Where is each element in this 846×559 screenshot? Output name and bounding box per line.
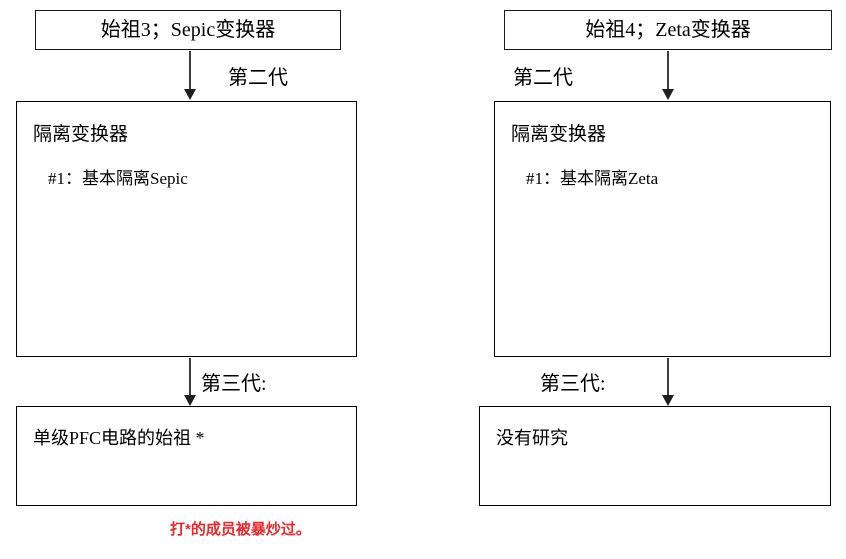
stage-box-sepic-isolated-converters[interactable]: 隔离变换器 #1：基本隔离Sepic bbox=[16, 101, 357, 357]
stage-box-sepic-item-1: #1：基本隔离Sepic bbox=[48, 169, 188, 188]
footnote-text: 打*的成员被暴炒过。 bbox=[170, 521, 311, 538]
arrow-head bbox=[662, 89, 674, 100]
arrow-head bbox=[184, 395, 196, 406]
ancestor-box-sepic[interactable]: 始祖3；Sepic变换器 bbox=[35, 10, 341, 50]
arrow-line bbox=[667, 358, 669, 396]
ancestor-box-zeta-label: 始祖4；Zeta变换器 bbox=[585, 19, 751, 41]
ancestor-box-zeta[interactable]: 始祖4；Zeta变换器 bbox=[504, 10, 832, 50]
result-box-zeta-text: 没有研究 bbox=[496, 428, 568, 448]
stage-box-zeta-item-1: #1：基本隔离Zeta bbox=[526, 169, 659, 188]
arrow-line bbox=[189, 358, 191, 396]
stage-box-zeta-isolated-converters[interactable]: 隔离变换器 #1：基本隔离Zeta bbox=[494, 101, 831, 357]
arrow-head bbox=[184, 89, 196, 100]
result-box-sepic[interactable]: 单级PFC电路的始祖 * bbox=[16, 406, 357, 506]
arrow-sepic-second-generation bbox=[178, 51, 202, 100]
arrow-head bbox=[662, 395, 674, 406]
ancestor-box-sepic-label: 始祖3；Sepic变换器 bbox=[100, 19, 276, 41]
result-box-zeta[interactable]: 没有研究 bbox=[479, 406, 831, 506]
arrow-line bbox=[189, 51, 191, 90]
result-box-sepic-text: 单级PFC电路的始祖 * bbox=[33, 428, 205, 448]
edge-label-zeta-third-generation: 第三代: bbox=[540, 373, 606, 395]
arrow-zeta-third-generation bbox=[656, 358, 680, 406]
arrow-line bbox=[667, 51, 669, 90]
edge-label-sepic-third-generation: 第三代: bbox=[201, 373, 267, 395]
stage-box-sepic-heading: 隔离变换器 bbox=[33, 124, 129, 145]
stage-box-zeta-heading: 隔离变换器 bbox=[511, 124, 607, 145]
edge-label-sepic-second-generation: 第二代 bbox=[228, 67, 288, 89]
arrow-zeta-second-generation bbox=[656, 51, 680, 100]
edge-label-zeta-second-generation: 第二代 bbox=[513, 67, 573, 89]
arrow-sepic-third-generation bbox=[178, 358, 202, 406]
